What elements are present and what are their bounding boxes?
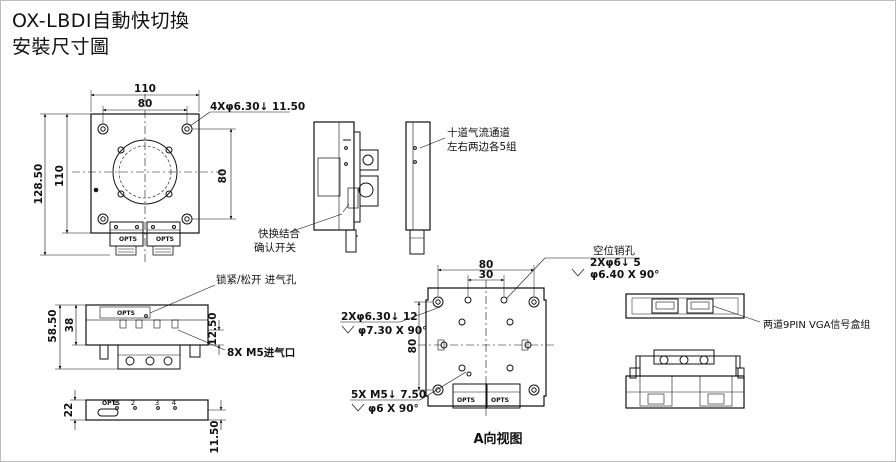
label-m5-chamfer: φ6 X 90°	[368, 403, 419, 415]
label-m5-spec: 5X M5↓ 7.50	[351, 389, 426, 401]
a-view	[340, 257, 640, 418]
a-dim-80-top: 80	[479, 259, 494, 271]
logo-mark-front: OPTS	[117, 310, 135, 317]
bottom-num-4: 4	[172, 399, 177, 407]
label-lock-unlock: 快换结合	[258, 227, 300, 240]
logo-mark-left: OPTS	[119, 236, 137, 243]
label-m5-inlet: 8X M5进气口	[227, 346, 295, 359]
right-top-view	[625, 293, 761, 323]
logo-mark-a-right: OPTS	[491, 397, 509, 404]
label-lock-air-inlet: 锁紧/松开 进气孔	[216, 273, 297, 286]
label-pin-chamfer: φ6.40 X 90°	[590, 269, 659, 281]
a-dim-30-top: 30	[479, 269, 494, 281]
drawing-title-line1: OX-LBDI自動快切換	[12, 10, 190, 32]
drawing-title-line2: 安裝尺寸圖	[12, 36, 110, 58]
dim-80-top: 80	[138, 98, 153, 110]
front-view	[55, 284, 226, 370]
side-view	[289, 121, 446, 255]
label-hole-chamfer: φ7.30 X 90°	[358, 325, 427, 337]
dim-58-50: 58.50	[47, 309, 59, 342]
label-confirm-switch: 确认开关	[254, 241, 296, 254]
bottom-num-2: 2	[131, 399, 135, 407]
logo-mark-a-left: OPTS	[457, 397, 475, 404]
dim-38: 38	[64, 318, 76, 333]
label-pin-hole: 空位销孔	[593, 244, 635, 257]
dim-11-50: 11.50	[209, 420, 221, 453]
label-hole-spec: 2Xφ6.30↓ 12	[341, 311, 418, 323]
dim-12-50: 12.50	[207, 312, 219, 345]
hole-callout: 4Xφ6.30↓ 11.50	[210, 101, 305, 113]
right-side-view	[625, 349, 745, 409]
dim-110-left: 110	[54, 165, 66, 187]
dim-22: 22	[63, 403, 75, 418]
bottom-view	[70, 390, 226, 430]
label-air-channel-1: 十道气流通道	[447, 126, 510, 139]
dim-80-right: 80	[217, 169, 229, 184]
label-vga-signal: 两道9PIN VGA信号盒组	[763, 318, 870, 331]
bottom-num-3: 3	[155, 399, 159, 407]
dim-110-top: 110	[134, 83, 156, 95]
logo-mark-bottom: OPTS	[102, 400, 120, 407]
dim-128-50: 128.50	[33, 164, 45, 205]
top-view	[40, 90, 290, 265]
label-pin-spec: 2Xφ6↓ 5	[590, 257, 641, 269]
bottom-num-1: 1	[113, 399, 117, 407]
logo-mark-right: OPTS	[156, 236, 174, 243]
a-view-caption: A向视图	[473, 431, 522, 447]
a-dim-80-left: 80	[407, 339, 419, 354]
label-air-channel-2: 左右两边各5组	[447, 140, 517, 153]
